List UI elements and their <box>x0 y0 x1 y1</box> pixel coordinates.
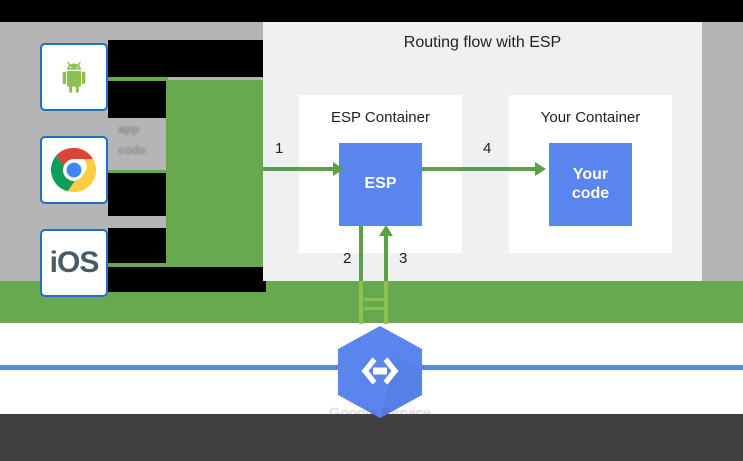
chrome-icon <box>50 146 98 194</box>
client-tile-chrome[interactable] <box>40 136 108 204</box>
bottom-dark-overlay-band <box>0 414 743 461</box>
step-number-3: 3 <box>399 250 408 267</box>
ios-connector-line <box>108 263 168 267</box>
esp-container-title: ESP Container <box>331 109 430 126</box>
flow-line-3 <box>384 235 388 281</box>
your-container-subpanel: Your Container Your code <box>509 95 672 253</box>
top-black-overlay-band <box>0 0 743 22</box>
green-slab-joint <box>264 281 278 323</box>
google-service-control-esp-logo[interactable] <box>335 324 425 420</box>
right-gray-background <box>702 22 743 281</box>
chrome-connector-line <box>108 170 168 174</box>
esp-box-label: ESP <box>364 175 397 193</box>
occlusion-rect-6 <box>166 281 266 292</box>
ghost-label-code: code <box>118 143 147 157</box>
client-tile-android[interactable] <box>40 43 108 111</box>
your-code-box[interactable]: Your code <box>549 143 632 226</box>
flow-line-2-extension <box>359 281 363 324</box>
flow-connector-tick-2 <box>364 307 386 310</box>
step-number-1: 1 <box>275 140 284 157</box>
occlusion-rect-1 <box>108 40 266 77</box>
android-icon <box>53 56 95 98</box>
step-number-4: 4 <box>483 140 492 157</box>
occlusion-rect-4 <box>108 228 166 263</box>
client-tile-ios[interactable]: iOS <box>40 229 108 297</box>
esp-box[interactable]: ESP <box>339 143 422 226</box>
panel-title: Routing flow with ESP <box>403 34 562 51</box>
flow-arrowhead-1 <box>333 162 344 176</box>
flow-line-2 <box>359 226 363 281</box>
your-container-title: Your Container <box>540 109 641 126</box>
flow-arrowhead-3 <box>379 225 393 236</box>
your-code-label-line1: Your <box>572 166 609 184</box>
step-number-2: 2 <box>343 250 352 267</box>
flow-line-3-extension <box>384 281 388 324</box>
routing-flow-panel: Routing flow with ESP ESP Container ESP … <box>263 22 702 281</box>
your-code-label-line2: code <box>571 184 610 202</box>
android-connector-line <box>108 77 168 81</box>
occlusion-rect-2 <box>108 81 166 118</box>
ghost-label-app: app <box>118 122 140 136</box>
flow-line-1 <box>263 167 335 171</box>
client-bus-green-slab <box>166 80 266 281</box>
flow-line-4 <box>422 167 537 171</box>
flow-arrowhead-4 <box>535 162 546 176</box>
ios-icon: iOS <box>49 246 100 279</box>
flow-connector-tick-1 <box>364 298 386 301</box>
occlusion-rect-3 <box>108 173 166 216</box>
